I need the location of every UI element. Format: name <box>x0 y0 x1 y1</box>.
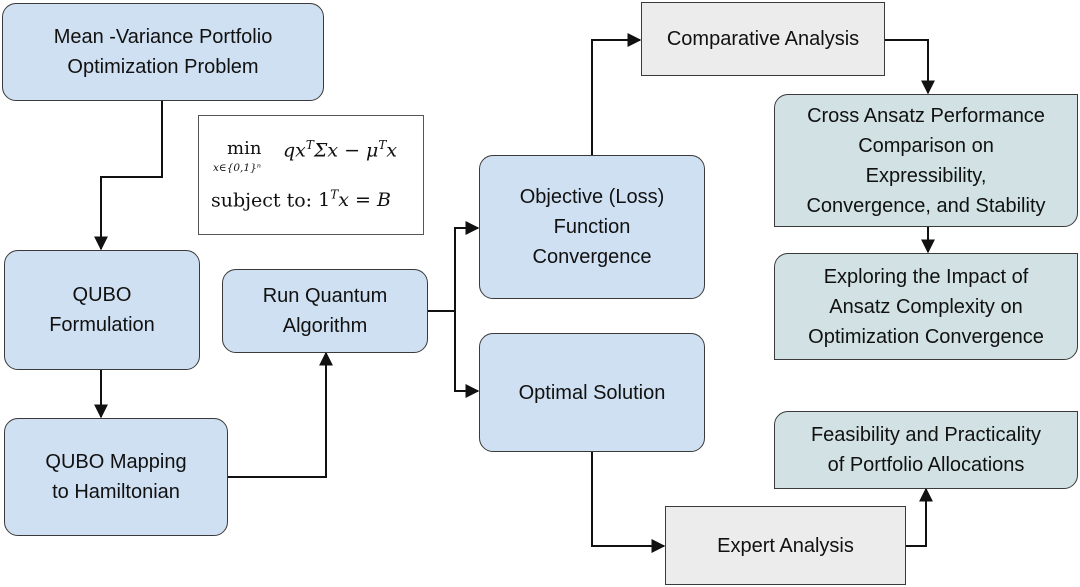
node-text-line: QUBO Mapping <box>45 451 187 473</box>
node-text-line: Objective (Loss) <box>519 186 665 208</box>
arrow-comparative-to-cross-ansatz <box>885 39 935 95</box>
arrow-run-quantum-to-objective <box>454 221 480 311</box>
node-exploring-ansatz-impact: Exploring the Impact of Ansatz Complexit… <box>774 253 1078 360</box>
node-qubo-formulation: QUBO Formulation <box>4 250 200 370</box>
node-text-line: Optimal Solution <box>518 381 666 404</box>
node-run-quantum-algorithm: Run Quantum Algorithm <box>222 269 428 353</box>
arrow-mapping-to-run-quantum <box>228 351 333 478</box>
node-text-line: Algorithm <box>282 315 368 337</box>
node-text-line: Formulation <box>49 314 155 336</box>
node-text-line: Ansatz Complexity on <box>829 295 1023 318</box>
node-text-line: Expressibility, <box>865 164 987 187</box>
node-text-line: to Hamiltonian <box>52 481 180 503</box>
arrow-optimal-to-expert <box>591 452 666 553</box>
node-text-line: Exploring the Impact of <box>823 265 1029 288</box>
node-text-line: Optimization Convergence <box>808 325 1044 348</box>
node-text-line: Function <box>553 216 631 238</box>
node-text-line: Expert Analysis <box>717 534 854 557</box>
node-text-line: Comparative Analysis <box>666 28 860 50</box>
formula-objective-row: min x∈{0,1}ⁿ qxTΣx − μTx <box>211 134 416 174</box>
formula-constraint-row: subject to: 1Tx = B <box>211 188 391 211</box>
node-qubo-mapping: QUBO Mapping to Hamiltonian <box>4 418 228 536</box>
arrow-expert-to-feasibility <box>906 487 933 547</box>
node-mean-variance-problem: Mean -Variance Portfolio Optimization Pr… <box>2 3 324 101</box>
node-optimal-solution: Optimal Solution <box>479 333 705 452</box>
node-expert-analysis: Expert Analysis <box>665 506 906 585</box>
node-text-line: Feasibility and Practicality <box>810 424 1042 446</box>
node-objective-convergence: Objective (Loss) Function Convergence <box>479 155 705 299</box>
node-feasibility-practicality: Feasibility and Practicality of Portfoli… <box>774 411 1078 489</box>
node-text-line: Mean -Variance Portfolio <box>53 26 273 48</box>
node-text-line: Comparison on <box>858 134 994 157</box>
formula-objective-expression: qxTΣx − μTx <box>283 138 398 162</box>
node-text-line: Convergence <box>532 246 652 268</box>
node-text-line: QUBO <box>72 284 132 306</box>
node-text-line: Cross Ansatz Performance <box>807 104 1045 127</box>
arrow-run-quantum-to-optimal <box>454 311 480 398</box>
node-text-line: of Portfolio Allocations <box>827 454 1025 476</box>
formula-subject-to: subject to: <box>211 189 313 212</box>
node-text-line: Optimization Problem <box>67 56 259 78</box>
node-cross-ansatz-comparison: Cross Ansatz Performance Comparison on E… <box>774 94 1078 227</box>
node-text-line: Convergence, and Stability <box>806 194 1046 217</box>
formula-min-subscript: x∈{0,1}ⁿ <box>213 162 262 174</box>
qubo-objective-formula: min x∈{0,1}ⁿ qxTΣx − μTx subject to: 1Tx… <box>198 115 424 235</box>
node-comparative-analysis: Comparative Analysis <box>641 2 885 76</box>
node-text-line: Run Quantum <box>262 285 388 307</box>
arrow-objective-to-comparative <box>591 33 642 155</box>
formula-min: min <box>227 138 262 159</box>
arrow-mean-variance-to-qubo <box>94 101 163 251</box>
formula-constraint-expression: 1Tx = B <box>318 188 391 212</box>
